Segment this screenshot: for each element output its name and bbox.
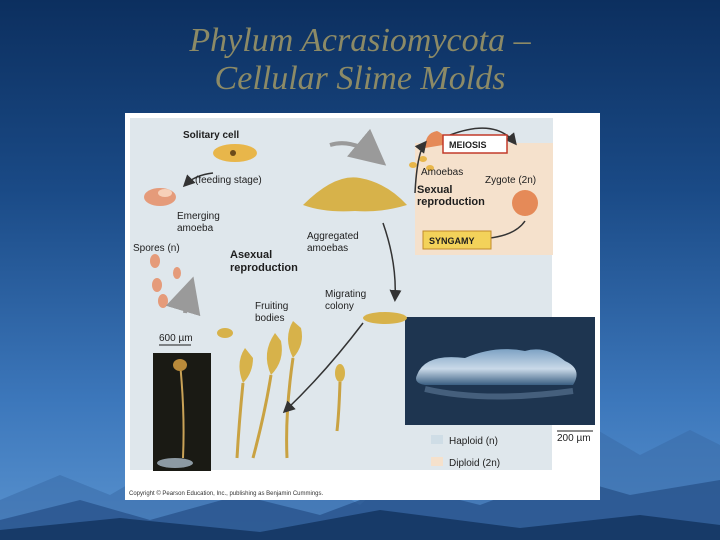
solitary-cell-label: Solitary cell [183,130,239,141]
spore-1 [150,254,160,268]
spores-label: Spores (n) [133,243,180,254]
syngamy-label: SYNGAMY [429,236,475,246]
syngamy-tag [422,230,492,250]
legend-haploid-swatch [431,435,443,444]
spore-4 [173,267,181,279]
spore-3 [158,294,168,308]
solitary-cell-nucleus [230,150,236,156]
meiosis-tag [442,134,508,154]
legend-diploid-swatch [431,457,443,466]
zygote-label: Zygote (2n) [485,175,536,186]
amoeba-a [419,156,427,162]
legend-diploid-label: Diploid (2n) [449,458,500,469]
migrating-colony [363,312,407,324]
arrow-aggregate-to-migrating [382,222,402,302]
sexual-label-1: Sexual [417,184,452,196]
aggregated-amoebas [303,177,407,212]
spore-2 [152,278,162,292]
migrating-label-2: colony [325,301,354,312]
title-line-1: Phylum Acrasiomycota – [189,22,531,59]
emerging-amoeba-label-1: Emerging [177,211,220,222]
fruiting-body-photo [153,353,211,471]
copyright-text: Copyright © Pearson Education, Inc., pub… [129,490,324,497]
meiosis-cell [425,131,445,148]
fruiting-label-2: bodies [255,313,284,324]
arrow-to-meiosis [414,140,427,194]
aggregated-label-1: Aggregated [307,231,359,242]
meiosis-label: MEIOSIS [449,140,487,150]
sexual-label-2: reproduction [417,196,485,208]
feeding-stage-label: (feeding stage) [195,175,262,186]
amoeba-b [409,162,417,168]
scale-200-label: 200 µm [557,433,591,444]
migrating-label-1: Migrating [325,289,366,300]
photo-base [157,458,193,468]
photo-reflection [424,386,574,400]
emerging-amoeba-label-2: amoeba [177,223,214,234]
photo-slug [416,349,577,385]
photo-spore-head [173,359,187,371]
asexual-label-2: reproduction [230,262,298,274]
life-cycle-diagram: MEIOSIS SYNGAMY Solitary cell (feeding s… [129,118,595,497]
arrow-meiosis-to-amoebas [449,127,517,146]
arrow-spores-to-emerge [165,276,201,317]
slide-title: Phylum Acrasiomycota – Cellular Slime Mo… [0,22,720,98]
legend-haploid-label: Haploid (n) [449,436,498,447]
arrow-migrating-to-fruiting [282,322,364,414]
photo-stalk [179,362,185,459]
emerging-amoeba-core [158,189,172,197]
amoebas-label: Amoebas [421,167,463,178]
amoeba-c [426,165,434,171]
fruiting-bodies [217,321,345,459]
scale-600-label: 600 µm [159,333,193,344]
zygote [512,190,538,216]
arrow-emerge-to-solitary [182,172,214,188]
arrow-solitary-to-aggregate [329,128,387,166]
fruiting-label-1: Fruiting [255,301,288,312]
asexual-label-1: Asexual [230,249,272,261]
title-line-2: Cellular Slime Molds [214,60,506,97]
life-cycle-figure: MEIOSIS SYNGAMY Solitary cell (feeding s… [125,113,600,500]
aggregated-label-2: amoebas [307,243,348,254]
